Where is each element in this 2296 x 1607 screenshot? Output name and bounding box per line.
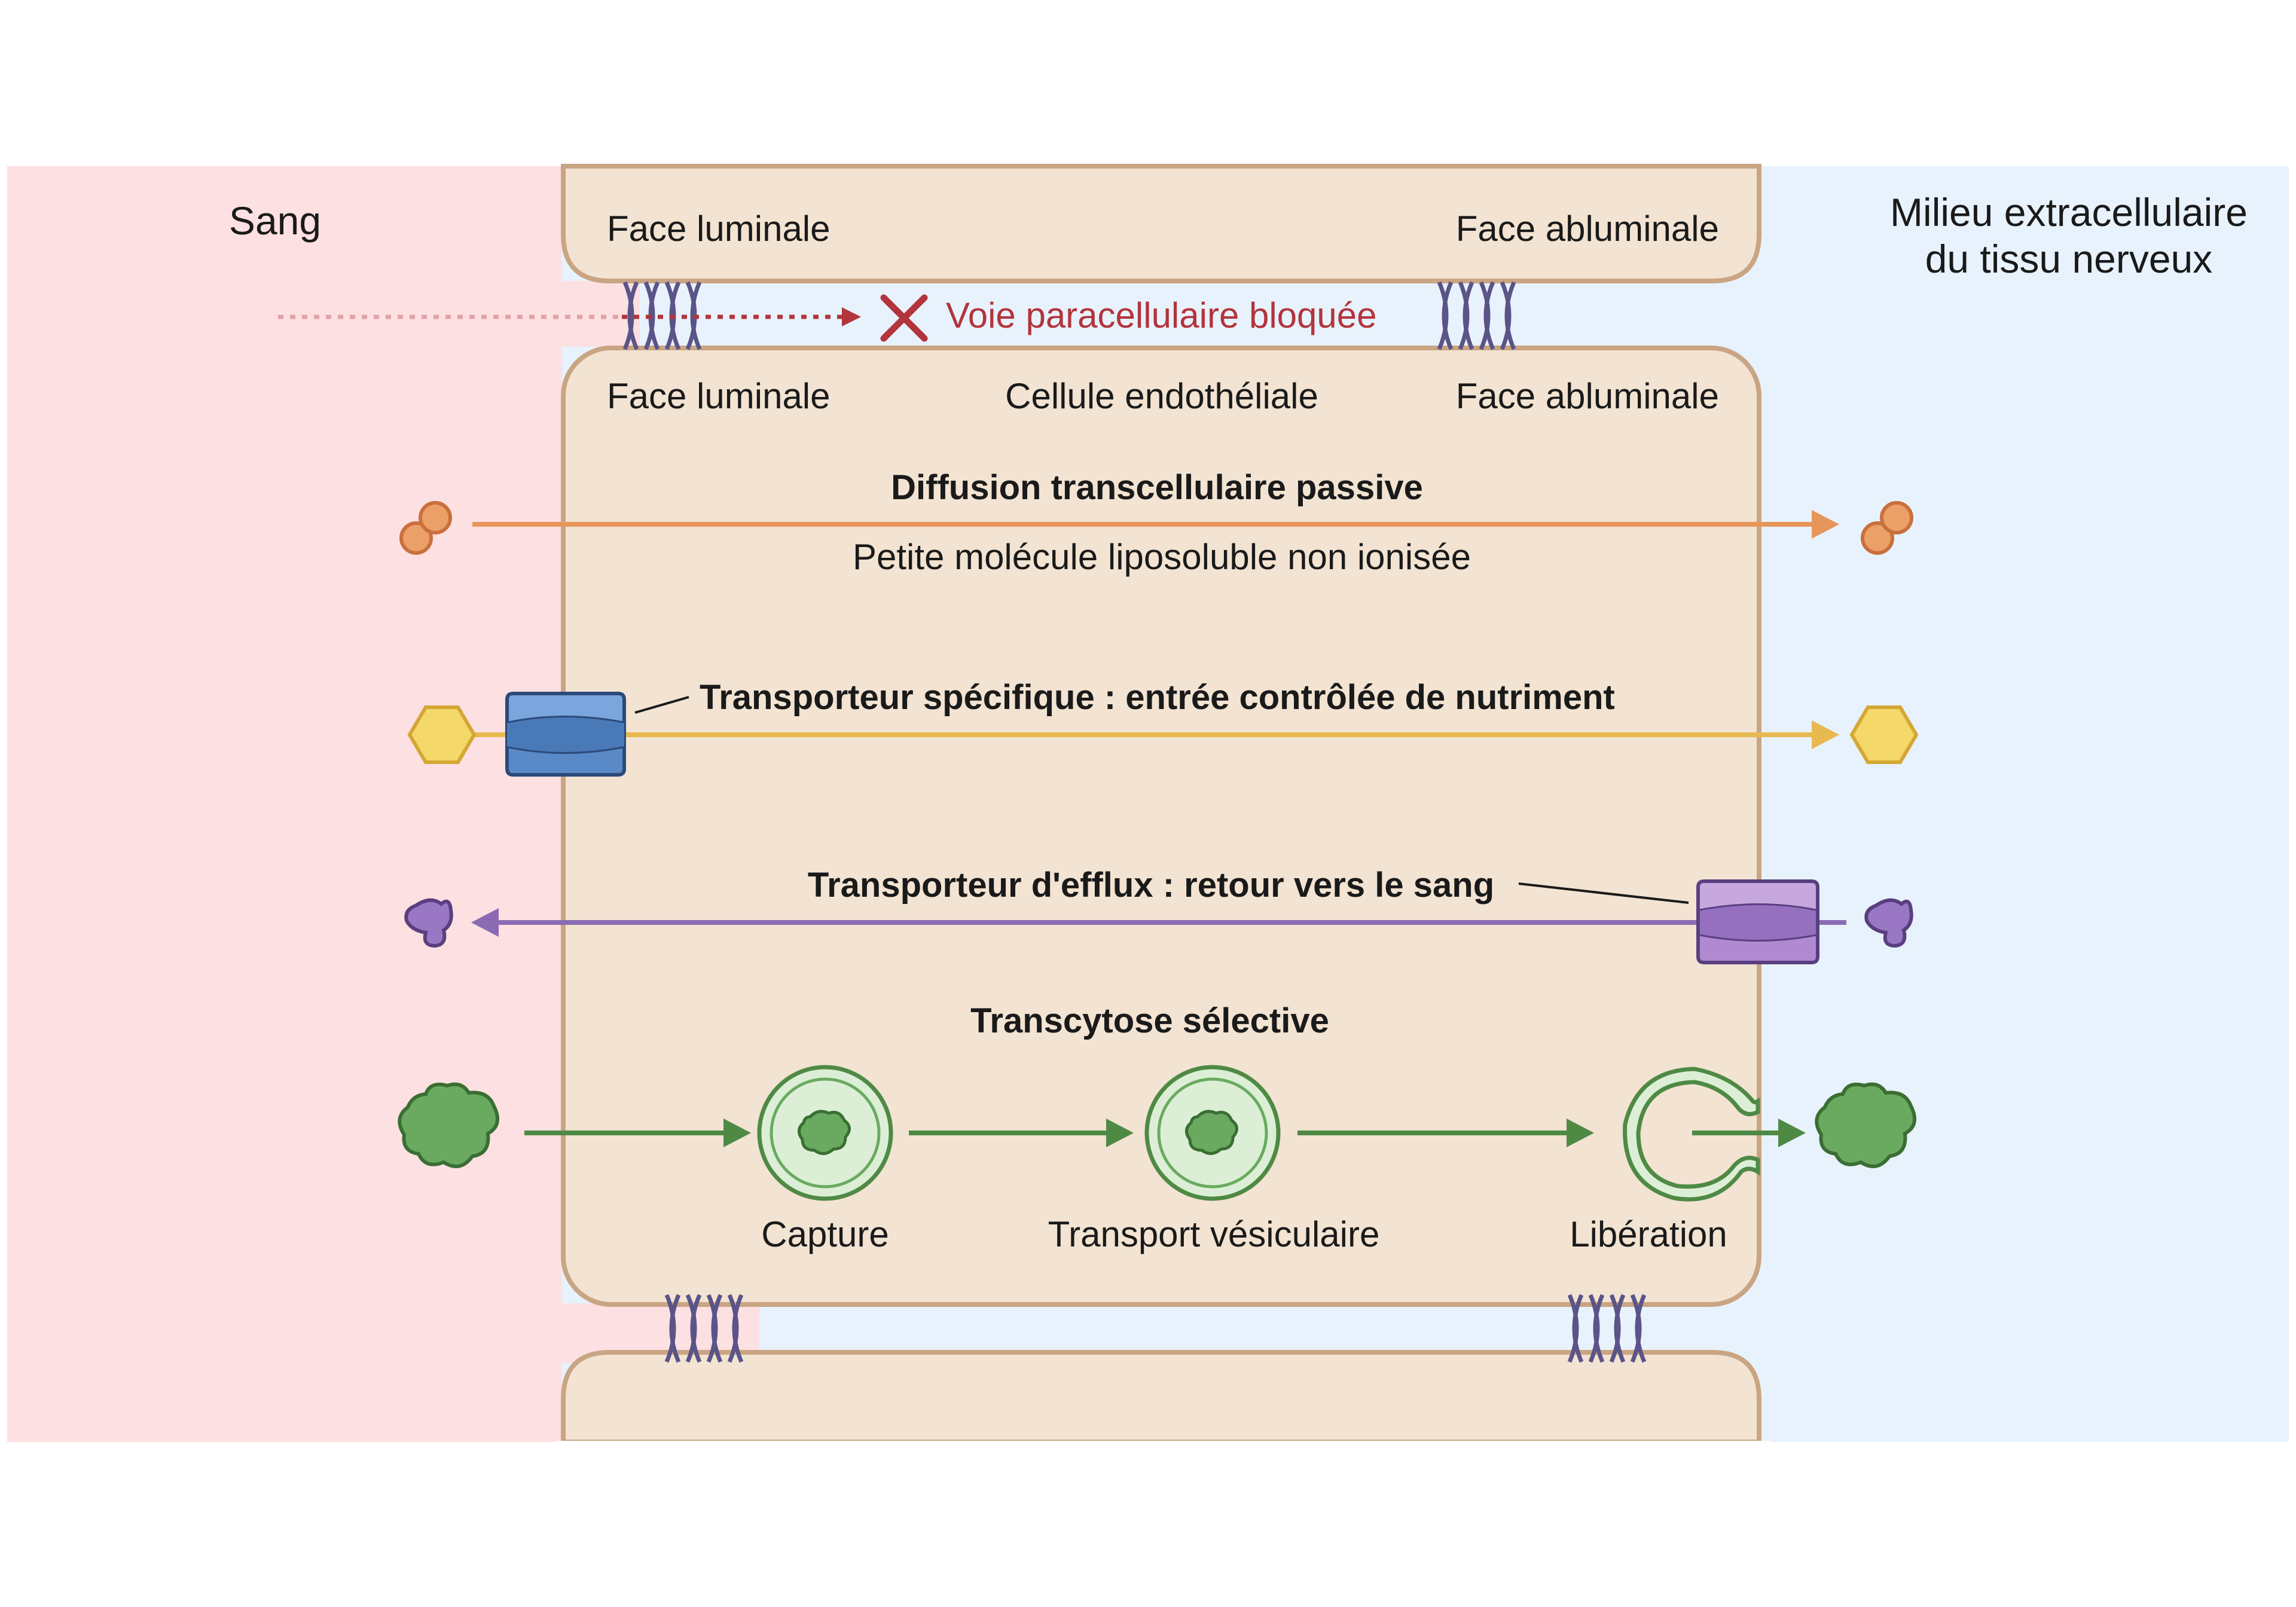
efflux-substrate-icon-blood	[404, 898, 453, 948]
paracellular-arrowhead	[842, 307, 861, 326]
macromolecule-icon-tissue	[1815, 1082, 1917, 1169]
tight-junction-bottom-right	[1567, 1294, 1647, 1363]
transporter-arrowhead	[1812, 720, 1839, 749]
abluminal-face-label-top: Face abluminale	[1456, 209, 1719, 249]
paracellular-blocked-label: Voie paracellulaire bloquée	[946, 295, 1377, 335]
transcytosis-arrowhead-2	[1106, 1119, 1134, 1147]
transcytosis-arrowhead-3	[1567, 1119, 1594, 1147]
transcytosis-arrowhead-1	[723, 1119, 751, 1147]
tissue-label-line2: du tissu nerveux	[1925, 237, 2213, 281]
efflux-transporter-label: Transporteur d'efflux : retour vers le s…	[808, 866, 1494, 905]
passive-diffusion-title: Diffusion transcellulaire passive	[891, 468, 1423, 507]
vesicular-transport-label: Transport vésiculaire	[1048, 1214, 1380, 1254]
specific-transporter-label: Transporteur spécifique : entrée contrôl…	[700, 678, 1615, 717]
tissue-label-line1: Milieu extracellulaire	[1890, 190, 2248, 234]
release-label: Libération	[1570, 1214, 1727, 1254]
nutrient-hexagon-icon-blood	[407, 705, 477, 764]
lipophilic-molecule-icon-blood	[399, 501, 452, 555]
tissue-region	[1758, 166, 2289, 1442]
tight-junction-bottom-left	[664, 1294, 744, 1363]
efflux-transporter-protein-icon	[1696, 879, 1819, 964]
blocked-x-icon	[880, 294, 928, 342]
abluminal-face-label: Face abluminale	[1456, 376, 1719, 416]
blood-label: Sang	[229, 198, 321, 243]
transcytosis-arrowhead-4	[1778, 1119, 1806, 1147]
lipophilic-molecule-icon-tissue	[1861, 501, 1913, 555]
efflux-leader-line	[1518, 882, 1689, 904]
transporter-leader-line	[634, 696, 689, 714]
endothelial-cell-top	[561, 164, 1761, 283]
efflux-substrate-icon-tissue	[1864, 898, 1913, 948]
capture-label: Capture	[761, 1214, 889, 1254]
tight-junction-top-right	[1437, 281, 1516, 350]
transport-vesicle-icon	[1144, 1065, 1281, 1201]
macromolecule-icon-blood	[398, 1082, 500, 1169]
specific-transporter-protein-icon	[505, 692, 626, 777]
luminal-face-label: Face luminale	[607, 376, 831, 416]
transcytosis-title: Transcytose sélective	[970, 1001, 1329, 1040]
endothelial-cell-bottom	[561, 1350, 1761, 1444]
efflux-arrowhead	[471, 908, 499, 937]
capture-vesicle-icon	[757, 1065, 893, 1201]
passive-diffusion-arrowhead	[1812, 510, 1839, 539]
blood-region	[7, 166, 569, 1442]
nutrient-hexagon-icon-tissue	[1849, 705, 1919, 764]
luminal-face-label-top: Face luminale	[607, 209, 831, 249]
endothelial-cell-main	[561, 346, 1761, 1307]
release-vesicle-icon	[1623, 1067, 1767, 1205]
passive-diffusion-subtitle: Petite molécule liposoluble non ionisée	[853, 537, 1471, 577]
endothelial-cell-label: Cellule endothéliale	[1005, 376, 1318, 416]
